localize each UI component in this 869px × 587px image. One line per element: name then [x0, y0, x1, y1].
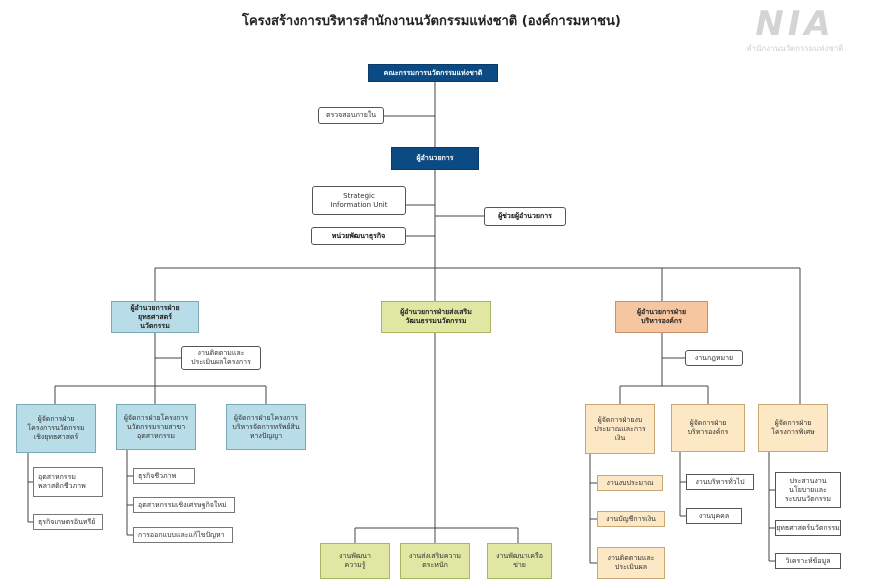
director-box: ผู้อำนวยการ	[391, 147, 479, 170]
auditor-box: ตรวจสอบภายใน	[318, 107, 384, 124]
sub-bioplastics: อุตสาหกรรมพลาสติกชีวภาพ	[33, 467, 103, 497]
unit-awareness: งานส่งเสริมความตระหนัก	[400, 543, 470, 579]
unit-network: งานพัฒนาเครือข่าย	[487, 543, 552, 579]
dept-industry-innovation: ผู้จัดการฝ่ายโครงการนวัตกรรมรายสาขาอุตสา…	[116, 404, 196, 450]
page-title: โครงสร้างการบริหารสำนักงานนวัตกรรมแห่งชา…	[242, 14, 621, 29]
sub-organic-agri: ธุรกิจเกษตรอินทรีย์	[33, 514, 103, 530]
sub-new-economy: อุตสาหกรรมเชิงเศรษฐกิจใหม่	[133, 497, 235, 513]
sub-personnel: งานบุคคล	[686, 508, 742, 524]
sub-data-analysis: วิเคราะห์ข้อมูล	[775, 553, 841, 569]
assistant-box: ผู้ช่วยผู้อำนวยการ	[484, 207, 566, 226]
sub-accounting: งานบัญชีการเงิน	[597, 511, 665, 527]
sub-general-admin: งานบริหารทั่วไป	[686, 474, 754, 490]
unit-legal: งานกฎหมาย	[685, 350, 743, 366]
board-box: คณะกรรมการนวัตกรรมแห่งชาติ	[368, 64, 498, 82]
sub-budget: งานงบประมาณ	[597, 475, 663, 491]
division-head-strategy: ผู้อำนวยการฝ่ายยุทธศาสตร์นวัตกรรม	[111, 301, 199, 333]
dept-org-admin: ผู้จัดการฝ่ายบริหารองค์กร	[671, 404, 745, 452]
logo-wordmark: NIA	[755, 4, 835, 44]
sub-bio-business: ธุรกิจชีวภาพ	[133, 468, 195, 484]
logo-tagline: สำนักงานนวัตกรรมแห่งชาติ	[746, 44, 844, 53]
division-head-culture: ผู้อำนวยการฝ่ายส่งเสริมวัฒนธรรมนวัตกรรม	[381, 301, 491, 333]
nia-logo: NIA สำนักงานนวัตกรรมแห่งชาติ	[732, 6, 858, 54]
unit-monitoring: งานติดตามและประเมินผลโครงการ	[181, 346, 261, 370]
strategic-unit-box: Strategic Information Unit	[312, 186, 406, 215]
sub-monitoring: งานติดตามและประเมินผล	[597, 547, 665, 579]
bizdev-box: หน่วยพัฒนาธุรกิจ	[311, 227, 406, 245]
sub-policy-coord: ประสานงานนโยบายและระบบนวัตกรรม	[775, 472, 841, 508]
dept-ip-management: ผู้จัดการฝ่ายโครงการบริหารจัดการทรัพย์สิ…	[226, 404, 306, 450]
dept-budget-finance: ผู้จัดการฝ่ายงบประมาณและการเงิน	[585, 404, 655, 454]
dept-special-projects: ผู้จัดการฝ่ายโครงการพิเศษ	[758, 404, 828, 452]
unit-knowledge: งานพัฒนาความรู้	[320, 543, 390, 579]
sub-innovation-strategy: ยุทธศาสตร์นวัตกรรม	[775, 520, 841, 536]
dept-strategic-innovation: ผู้จัดการฝ่ายโครงการนวัตกรรมเชิงยุทธศาสต…	[16, 404, 96, 453]
sub-design: การออกแบบและแก้ไขปัญหา	[133, 527, 233, 543]
division-head-admin: ผู้อำนวยการฝ่ายบริหารองค์กร	[615, 301, 708, 333]
